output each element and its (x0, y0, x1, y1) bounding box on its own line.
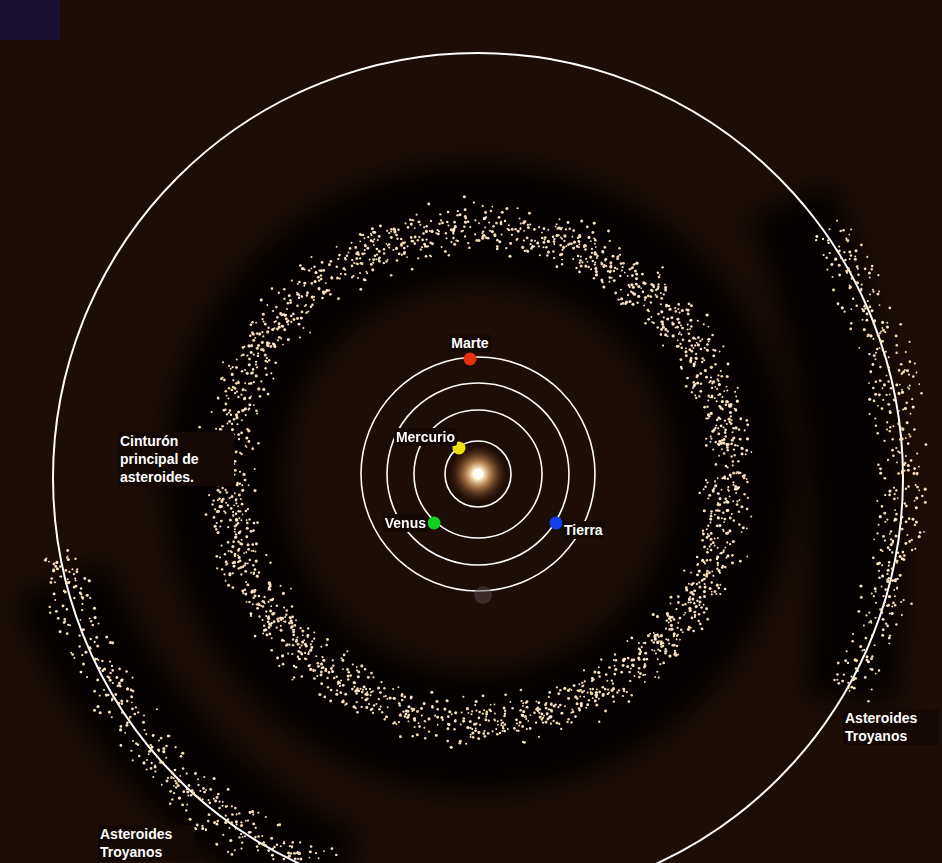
earth-dot (550, 517, 563, 530)
venus-dot (428, 517, 441, 530)
planet-label: Mercurio (394, 428, 457, 446)
planet-label: Venus (383, 514, 428, 532)
asteroid-dots (44, 195, 927, 860)
dark-shadows (60, 200, 858, 863)
trojan-label: Asteroides Troyanos (843, 709, 939, 745)
belt-label: Cinturón principal de asteroides. (118, 432, 234, 486)
planet-orbits (361, 357, 595, 591)
trojan-label: Asteroides Troyanos (98, 825, 194, 861)
sun-core (473, 469, 483, 479)
corner-tint (0, 0, 60, 40)
mars-dot (464, 353, 477, 366)
jupiter-orbit (53, 53, 903, 863)
planet-label: Tierra (562, 521, 605, 539)
planet-label: Marte (449, 334, 490, 352)
faint-body (474, 586, 492, 604)
